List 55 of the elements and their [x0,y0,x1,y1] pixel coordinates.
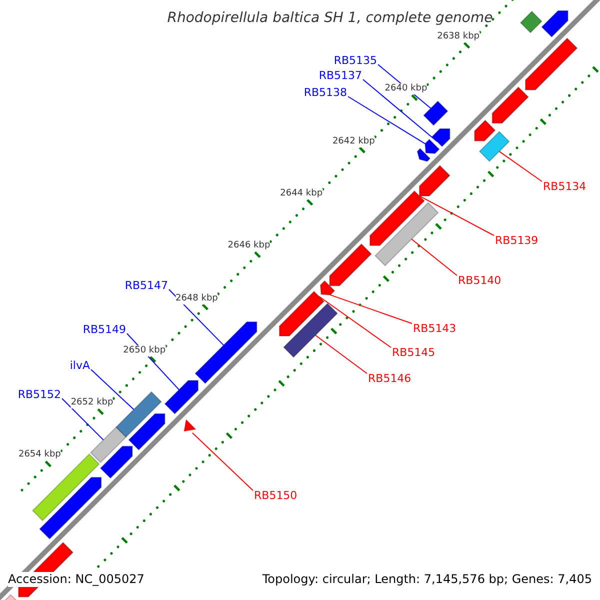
gene-block [416,148,431,162]
gene-block [320,280,336,296]
gene-label: RB5147 [124,278,168,292]
leader-line [314,334,368,374]
gene-block [194,321,258,384]
genome-summary: Topology: circular; Length: 7,145,576 bp; Genes: 7,405 [262,572,592,587]
gene-label: RB5152 [18,388,61,400]
gene-label: RB5134 [543,180,586,192]
gene-label: RB5150 [254,488,298,502]
gene-block [431,128,450,148]
gene-label: RB5139 [495,234,538,246]
leader-line [318,296,392,348]
scale-label: 2650 kbp [123,345,166,356]
gene-block [329,243,372,286]
leader-line [498,150,542,182]
scale-label: 2652 kbp [70,398,114,409]
gene-block [100,446,133,479]
scale-label: 2644 kbp [280,188,323,200]
leader-line [348,96,426,144]
leader-line [192,432,254,491]
gene-block [418,164,451,196]
gene-label: RB5145 [392,346,436,358]
gene-block [39,476,102,540]
gene-block [164,380,199,414]
gene-label: ilvA [70,358,90,372]
gene-label: RB5146 [368,372,412,384]
scale-label: 2648 kbp [175,293,218,304]
gene-block [128,413,166,451]
gene-label: RB5137 [318,68,362,82]
gene-block [474,120,496,142]
scale-label: 2646 kbp [228,240,270,252]
leader-line [418,195,494,236]
title: Rhodopirellula baltica SH 1, complete genome [167,10,493,27]
gene-block [369,190,426,246]
gene-block [278,290,325,336]
gene-block [424,138,440,154]
gene-block [524,38,578,90]
leader-line [168,289,224,346]
accession-note: Accession: NC_005027 [8,572,144,587]
gene-label: RB5143 [413,322,456,334]
gene-block [541,10,568,38]
gene-label: RB5140 [458,274,502,286]
scale-label: 2640 kbp [384,84,428,95]
scale-label: 2642 kbp [332,136,375,148]
gene-label: RB5135 [334,54,377,66]
leader-line [90,369,134,410]
gene-label: RB5149 [82,322,126,336]
gene-label: RB5138 [304,86,347,98]
leader-line [330,294,412,324]
gene-block [492,86,530,124]
scale-label: 2654 kbp [18,450,61,461]
leader-line [411,238,458,276]
leader-line [362,79,438,142]
gene-triangle [184,419,196,432]
scale-label: 2638 kbp [437,31,480,42]
